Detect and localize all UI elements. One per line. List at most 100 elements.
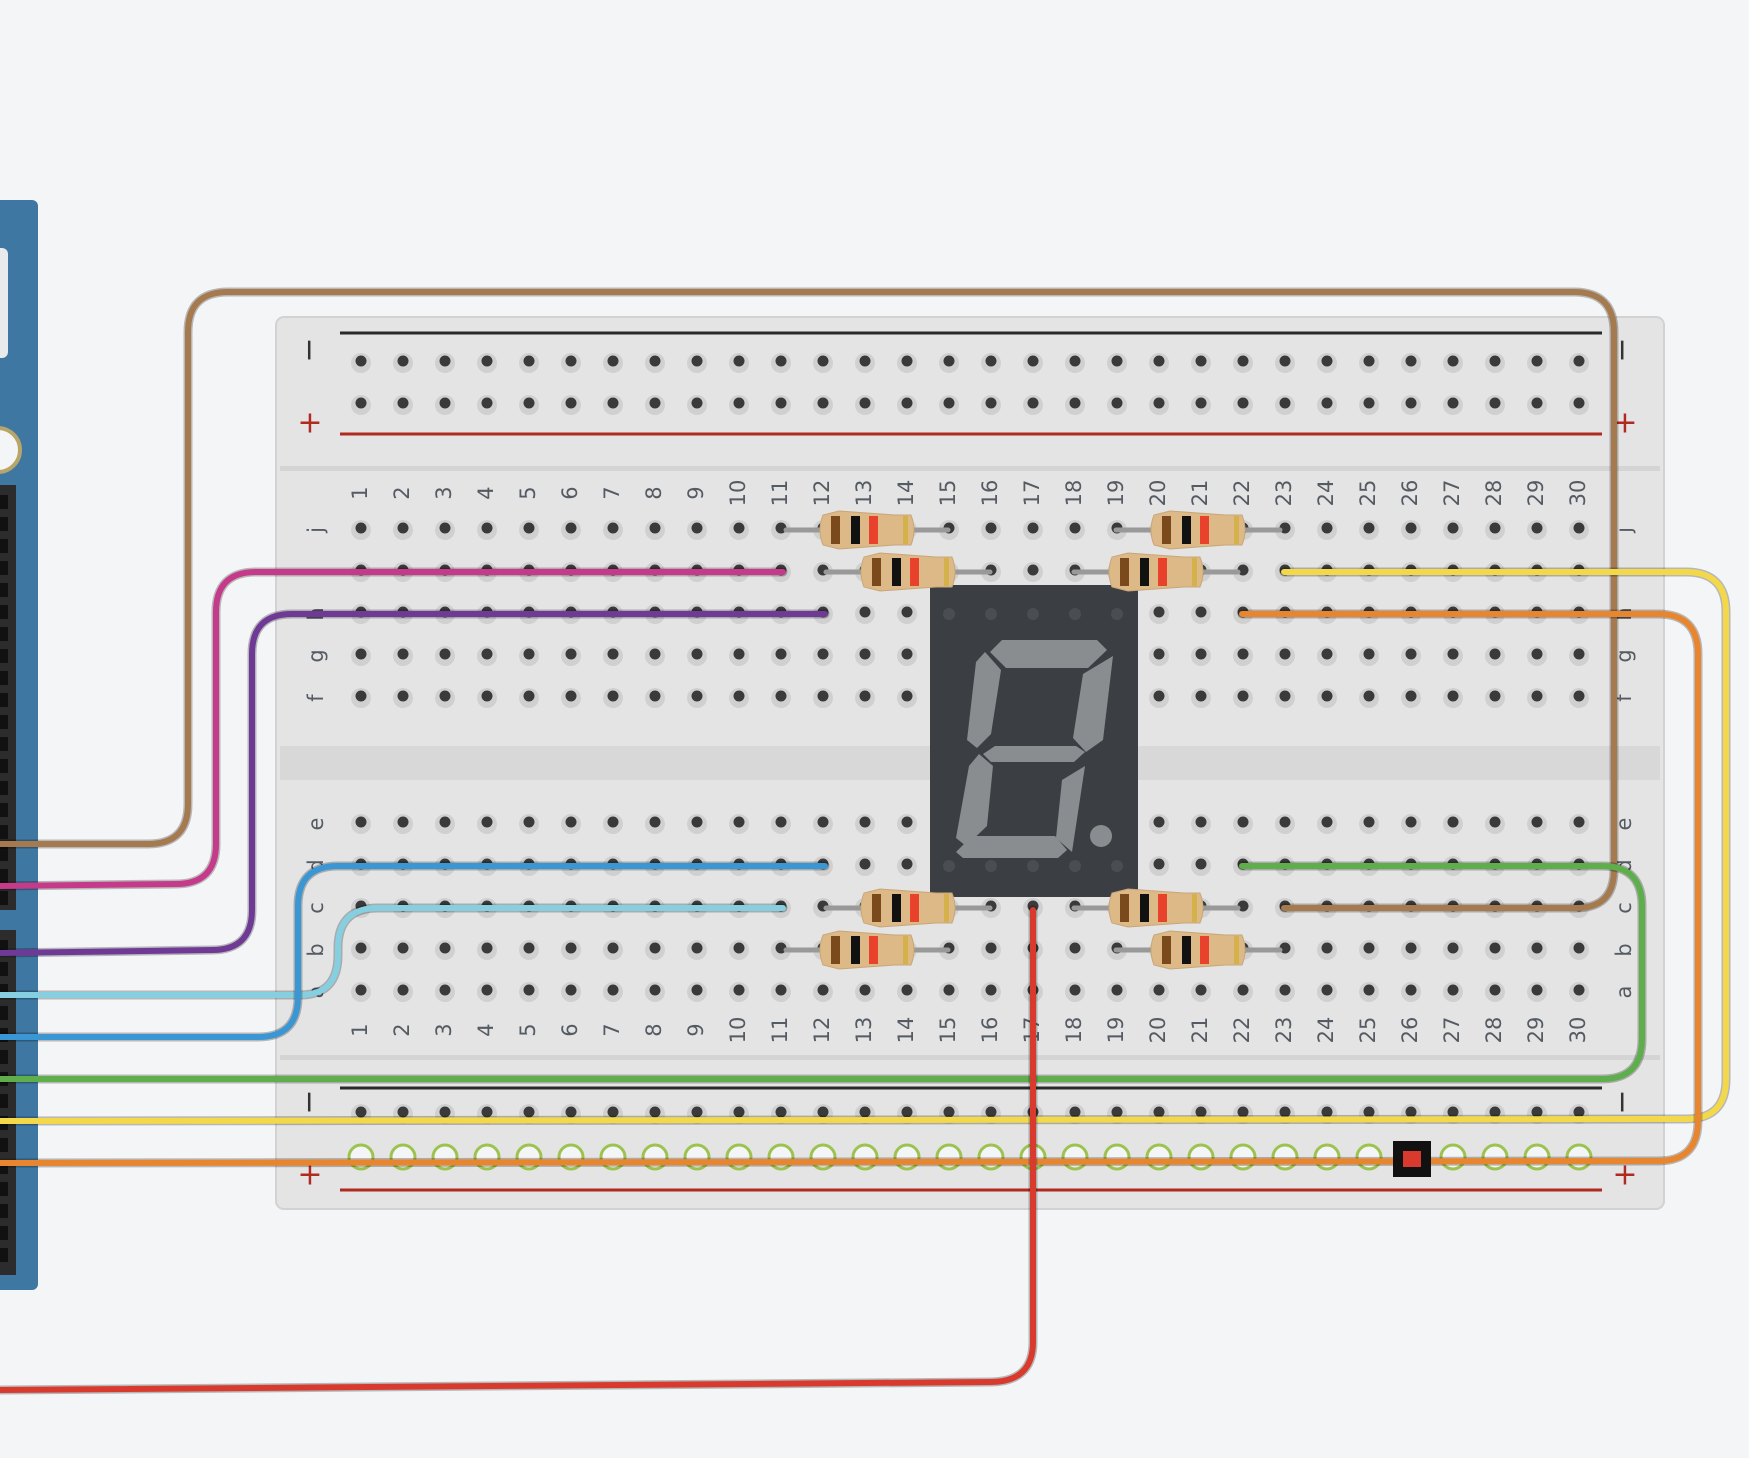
breadboard-hole[interactable] [523,522,535,534]
breadboard-hole[interactable] [1321,984,1333,996]
breadboard-hole[interactable] [1573,690,1585,702]
breadboard-hole[interactable] [1321,648,1333,660]
breadboard-hole[interactable] [1111,397,1123,409]
breadboard-hole[interactable] [1447,984,1459,996]
breadboard-hole[interactable] [1195,355,1207,367]
resistor[interactable] [783,930,951,970]
arduino-header-pin[interactable] [0,803,8,817]
breadboard-hole[interactable] [1027,522,1039,534]
breadboard-hole[interactable] [1405,355,1417,367]
breadboard-hole[interactable] [901,355,913,367]
breadboard-hole[interactable] [1447,355,1459,367]
breadboard-hole[interactable] [901,1106,913,1118]
wire-orange[interactable] [0,611,1701,1166]
breadboard-hole[interactable] [691,690,703,702]
breadboard-hole[interactable] [817,355,829,367]
breadboard-hole[interactable] [817,1106,829,1118]
breadboard-hole[interactable] [1111,1106,1123,1118]
breadboard-hole[interactable] [733,648,745,660]
breadboard-hole[interactable] [1279,816,1291,828]
breadboard-hole[interactable] [1531,1106,1543,1118]
breadboard-hole[interactable] [355,1106,367,1118]
arduino-header-pin[interactable] [0,759,8,773]
breadboard-hole[interactable] [1531,942,1543,954]
breadboard-hole[interactable] [397,522,409,534]
breadboard-hole[interactable] [397,355,409,367]
breadboard-hole[interactable] [565,355,577,367]
breadboard-hole[interactable] [1321,690,1333,702]
breadboard-hole[interactable] [943,355,955,367]
breadboard-hole[interactable] [481,648,493,660]
breadboard-hole[interactable] [1573,355,1585,367]
breadboard-hole[interactable] [1111,984,1123,996]
breadboard-hole[interactable] [649,984,661,996]
breadboard-hole[interactable] [607,1106,619,1118]
breadboard-hole[interactable] [817,648,829,660]
breadboard-hole[interactable] [1195,690,1207,702]
breadboard-hole[interactable] [607,648,619,660]
arduino-board[interactable] [0,200,38,1290]
breadboard-hole[interactable] [1069,355,1081,367]
resistor[interactable] [783,510,951,550]
breadboard-hole[interactable] [775,690,787,702]
breadboard-hole[interactable] [1489,816,1501,828]
arduino-header-pin[interactable] [0,1006,8,1020]
breadboard-hole[interactable] [1279,984,1291,996]
breadboard-hole[interactable] [1195,1106,1207,1118]
arduino-header-pin[interactable] [0,539,8,553]
breadboard-hole[interactable] [1489,690,1501,702]
breadboard-hole[interactable] [1363,942,1375,954]
breadboard-hole[interactable] [1321,1106,1333,1118]
breadboard-hole[interactable] [355,816,367,828]
breadboard-hole[interactable] [481,942,493,954]
breadboard-hole[interactable] [397,984,409,996]
breadboard-hole[interactable] [1363,690,1375,702]
breadboard-hole[interactable] [439,984,451,996]
breadboard-hole[interactable] [481,397,493,409]
breadboard-hole[interactable] [1195,397,1207,409]
breadboard-hole[interactable] [355,942,367,954]
breadboard-hole[interactable] [901,858,913,870]
breadboard-hole[interactable] [1153,606,1165,618]
breadboard-hole[interactable] [649,690,661,702]
breadboard-hole[interactable] [775,816,787,828]
breadboard-hole[interactable] [523,984,535,996]
breadboard-hole[interactable] [1279,1106,1291,1118]
breadboard-hole[interactable] [355,984,367,996]
breadboard-hole[interactable] [859,858,871,870]
breadboard-hole[interactable] [355,690,367,702]
breadboard-hole[interactable] [607,355,619,367]
breadboard-hole[interactable] [1153,690,1165,702]
breadboard-hole[interactable] [1363,816,1375,828]
arduino-header-pin[interactable] [0,1094,8,1108]
breadboard-hole[interactable] [649,397,661,409]
breadboard-hole[interactable] [1027,397,1039,409]
arduino-header-pin[interactable] [0,715,8,729]
breadboard-hole[interactable] [985,942,997,954]
wire-red[interactable] [0,907,1036,1393]
breadboard-hole[interactable] [859,606,871,618]
breadboard-hole[interactable] [817,690,829,702]
breadboard-hole[interactable] [1363,397,1375,409]
breadboard-hole[interactable] [481,522,493,534]
breadboard-hole[interactable] [733,522,745,534]
arduino-header-pin[interactable] [0,561,8,575]
breadboard-hole[interactable] [691,648,703,660]
breadboard-hole[interactable] [901,984,913,996]
arduino-header-pin[interactable] [0,847,8,861]
breadboard-hole[interactable] [1237,355,1249,367]
breadboard-hole[interactable] [1321,397,1333,409]
resistor[interactable] [1071,552,1241,592]
breadboard-hole[interactable] [691,397,703,409]
wire-blue[interactable] [0,863,828,1040]
breadboard-hole[interactable] [1489,648,1501,660]
breadboard-hole[interactable] [1531,816,1543,828]
arduino-header-pin[interactable] [0,962,8,976]
breadboard-hole[interactable] [439,648,451,660]
breadboard-hole[interactable] [397,1106,409,1118]
breadboard-hole[interactable] [1573,816,1585,828]
breadboard-hole[interactable] [1489,1106,1501,1118]
breadboard-hole[interactable] [607,522,619,534]
breadboard-hole[interactable] [859,816,871,828]
breadboard-hole[interactable] [943,1106,955,1118]
